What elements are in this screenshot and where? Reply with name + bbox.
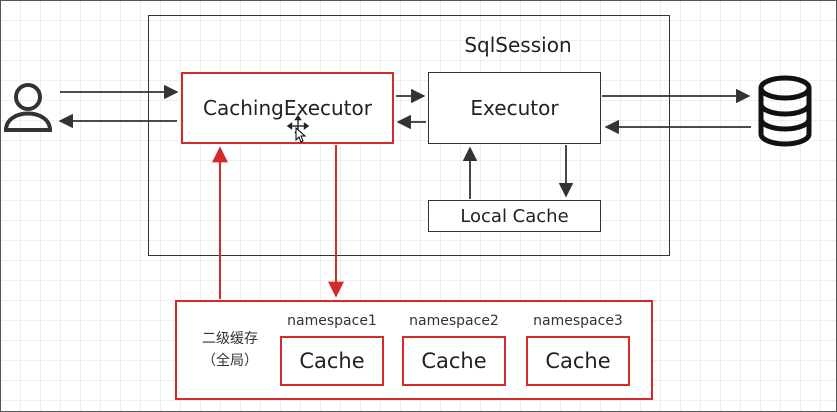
executor-label: Executor: [470, 96, 559, 120]
cache-label: Cache: [299, 349, 365, 373]
second-level-cache-scope: （全局）: [202, 353, 258, 369]
user-icon: [3, 83, 53, 132]
local-cache-box: Local Cache: [428, 200, 601, 232]
namespace-cache-box: Cache: [526, 336, 630, 386]
executor-box: Executor: [428, 72, 601, 144]
namespace-cache-box: Cache: [402, 336, 506, 386]
caching-executor-box: CachingExecutor: [181, 72, 394, 144]
sqlsession-container: [148, 15, 670, 256]
caching-executor-label: CachingExecutor: [203, 96, 372, 120]
cache-label: Cache: [545, 349, 611, 373]
namespace-label: namespace3: [533, 313, 623, 329]
cache-label: Cache: [421, 349, 487, 373]
local-cache-label: Local Cache: [460, 205, 569, 227]
sqlsession-title: SqlSession: [464, 33, 572, 57]
move-cursor-icon: [286, 114, 310, 143]
namespace-label: namespace2: [409, 313, 499, 329]
database-icon: [758, 75, 812, 147]
namespace-cache-box: Cache: [280, 336, 384, 386]
second-level-cache-label: 二级缓存 （全局）: [190, 328, 270, 372]
namespace-label: namespace1: [287, 313, 377, 329]
second-level-cache-title: 二级缓存: [202, 331, 258, 347]
